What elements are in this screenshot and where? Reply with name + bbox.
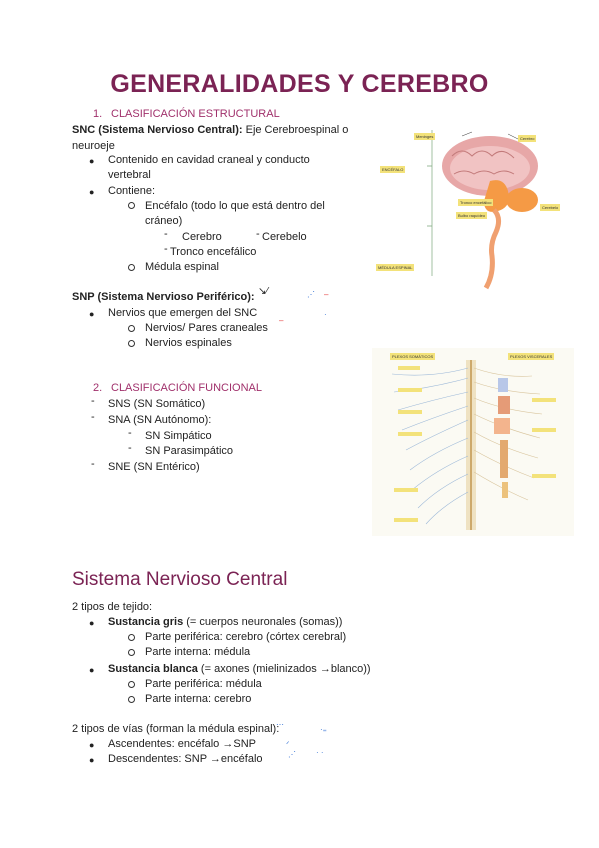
list-item: Sustancia blanca (= axones (mielinizados…: [108, 661, 371, 677]
list-item: SNS (SN Somático): [108, 398, 206, 410]
gris-desc: (= cuerpos neuronales (somas)): [183, 616, 343, 628]
label-tronco: Tronco encefálico: [458, 199, 494, 206]
scribble-icon: ·: [324, 310, 327, 319]
gris-term: Sustancia gris: [108, 616, 184, 628]
snp-term: SNP (Sistema Nervioso Periférico):: [72, 291, 255, 303]
label-plexos-somaticos: PLEXOS SOMÁTICOS: [390, 353, 436, 360]
list-item: Cerebelo: [262, 231, 307, 243]
intro-text: 2 tipos de tejido:: [72, 601, 153, 613]
snc-desc: Eje Cerebroespinal o: [242, 124, 349, 136]
dash-bullet-icon: -: [91, 458, 95, 470]
label-meninges: Meninges: [414, 133, 436, 140]
circle-bullet-icon: [128, 202, 135, 209]
snc-desc-cont: neuroeje: [72, 140, 115, 152]
bullet-icon: ●: [89, 740, 95, 750]
plexus-illustration: [372, 348, 574, 536]
list-item: Encéfalo (todo lo que está dentro del: [145, 200, 325, 212]
snc-definition: SNC (Sistema Nervioso Central): Eje Cere…: [72, 122, 348, 138]
circle-bullet-icon: [128, 696, 135, 703]
dash-bullet-icon: -: [164, 243, 168, 255]
list-item-cont: vertebral: [108, 169, 151, 181]
scribble-icon: ↘⁄: [258, 286, 269, 297]
bullet-icon: ●: [89, 156, 95, 166]
plexus-tag: [398, 366, 420, 370]
snc-heading: Sistema Nervioso Central: [72, 569, 288, 590]
label-bulbo: Bulbo raquídeo: [456, 212, 488, 219]
list-item: Descendentes: SNP →encéfalo: [108, 753, 263, 765]
list-item: Parte interna: cerebro: [145, 693, 252, 705]
list-item: Nervios/ Pares craneales: [145, 322, 268, 334]
plexus-tag: [398, 410, 422, 414]
list-item: SNE (SN Entérico): [108, 461, 200, 473]
list-item: Nervios espinales: [145, 337, 232, 349]
bullet-icon: ●: [89, 665, 95, 675]
scribble-icon: ᐟ: [286, 740, 290, 749]
dash-bullet-icon: -: [164, 228, 168, 240]
label-cerebro: Cerebro: [518, 135, 537, 142]
plexus-tag: [394, 518, 418, 522]
label-medula: MÉDULA ESPINAL: [376, 264, 415, 271]
list-item: SN Simpático: [145, 430, 212, 442]
list-item: Médula espinal: [145, 261, 219, 273]
circle-bullet-icon: [128, 681, 135, 688]
bullet-icon: ●: [89, 309, 95, 319]
list-item: SN Parasimpático: [145, 445, 234, 457]
plexus-tag: [532, 474, 556, 478]
section1-number: 1.: [93, 108, 103, 120]
section2-heading: CLASIFICACIÓN FUNCIONAL: [111, 382, 262, 394]
list-item: Contiene:: [108, 185, 156, 197]
dash-bullet-icon: -: [256, 228, 260, 240]
list-item: SNA (SN Autónomo):: [108, 414, 212, 426]
plexus-tag: [398, 432, 422, 436]
blanca-term: Sustancia blanca: [108, 663, 198, 675]
list-item: Parte interna: médula: [145, 646, 251, 658]
circle-bullet-icon: [128, 649, 135, 656]
circle-bullet-icon: [128, 325, 135, 332]
bullet-icon: ●: [89, 187, 95, 197]
label-encefalo: ENCÉFALO: [380, 166, 406, 173]
scribble-icon: –: [324, 290, 329, 299]
plexus-tag: [532, 398, 556, 402]
scribble-icon: ·₌: [320, 725, 327, 734]
label-plexos-viscerales: PLEXOS VISCERALES: [508, 353, 555, 360]
blanca-desc: (= axones (mielinizados →blanco)): [197, 663, 371, 675]
circle-bullet-icon: [128, 634, 135, 641]
label-cerebelo: Cerebelo: [540, 204, 561, 211]
section2-number: 2.: [93, 382, 103, 394]
circle-bullet-icon: [128, 340, 135, 347]
list-item: Tronco encefálico: [170, 246, 257, 258]
list-item: Parte periférica: cerebro (córtex cerebr…: [145, 631, 347, 643]
plexus-diagram: PLEXOS SOMÁTICOS PLEXOS VISCERALES: [372, 348, 574, 536]
list-item: Nervios que emergen del SNC: [108, 307, 258, 319]
bullet-icon: ●: [89, 755, 95, 765]
page-title: GENERALIDADES Y CEREBRO: [110, 70, 489, 98]
scribble-icon: ⋯: [276, 720, 284, 729]
list-item: Ascendentes: encéfalo →SNP: [108, 738, 256, 750]
circle-bullet-icon: [128, 264, 135, 271]
plexus-tag: [394, 488, 418, 492]
snc-term: SNC (Sistema Nervioso Central):: [72, 124, 243, 136]
scribble-icon: –: [279, 316, 284, 325]
section1-heading: CLASIFICACIÓN ESTRUCTURAL: [111, 108, 280, 120]
list-item: Sustancia gris (= cuerpos neuronales (so…: [108, 614, 342, 630]
scribble-icon: · ·: [316, 748, 324, 757]
list-item: Cerebro: [182, 231, 222, 243]
list-item-cont: cráneo): [145, 215, 183, 227]
scribble-icon: ⋰: [288, 750, 296, 759]
vias-text: 2 tipos de vías (forman la médula espina…: [72, 723, 280, 735]
bullet-icon: ●: [89, 618, 95, 628]
plexus-tag: [398, 388, 422, 392]
brain-diagram: Meninges Cerebro ENCÉFALO Tronco encefál…: [372, 126, 574, 292]
dash-bullet-icon: -: [91, 395, 95, 407]
dash-bullet-icon: -: [91, 411, 95, 423]
list-item: Parte periférica: médula: [145, 678, 262, 690]
dash-bullet-icon: -: [128, 427, 132, 439]
list-item: Contenido en cavidad craneal y conducto: [108, 154, 310, 166]
scribble-icon: ⋰: [307, 290, 315, 299]
plexus-tag: [532, 428, 556, 432]
dash-bullet-icon: -: [128, 442, 132, 454]
